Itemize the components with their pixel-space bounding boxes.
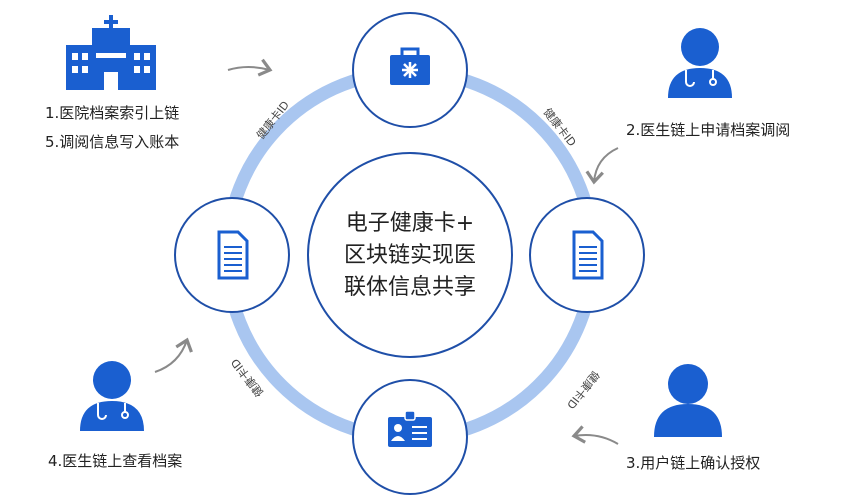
arrow-step-1 [227, 58, 273, 77]
center-circle [307, 152, 513, 358]
node-right [529, 197, 645, 313]
document-icon [217, 230, 249, 280]
step-3-label: 3.用户链上确认授权 [626, 454, 760, 472]
arrow-step-4 [154, 337, 193, 373]
arrow-step-2 [585, 147, 619, 185]
center-line-2: 区块链实现医 [344, 243, 476, 268]
center-line-1: 电子健康卡+ [346, 211, 474, 236]
center-line-3: 联体信息共享 [344, 275, 476, 300]
node-top [352, 12, 468, 128]
step-5-label: 5.调阅信息写入账本 [45, 133, 179, 151]
document-icon [572, 230, 604, 280]
id-card-icon [388, 410, 432, 447]
user-icon [654, 364, 722, 437]
step-2-label: 2.医生链上申请档案调阅 [626, 121, 790, 139]
node-bottom [352, 379, 468, 495]
doctor-icon [668, 28, 732, 98]
step-4-label: 4.医生链上查看档案 [48, 452, 182, 470]
step-1-label: 1.医院档案索引上链 [45, 104, 179, 122]
arrow-step-3 [571, 425, 619, 445]
hospital-icon [66, 15, 156, 90]
medical-kit-icon [390, 47, 430, 85]
ring-label-bottom-right: 健康卡ID [564, 368, 603, 412]
node-left [174, 197, 290, 313]
doctor-icon [80, 361, 144, 431]
